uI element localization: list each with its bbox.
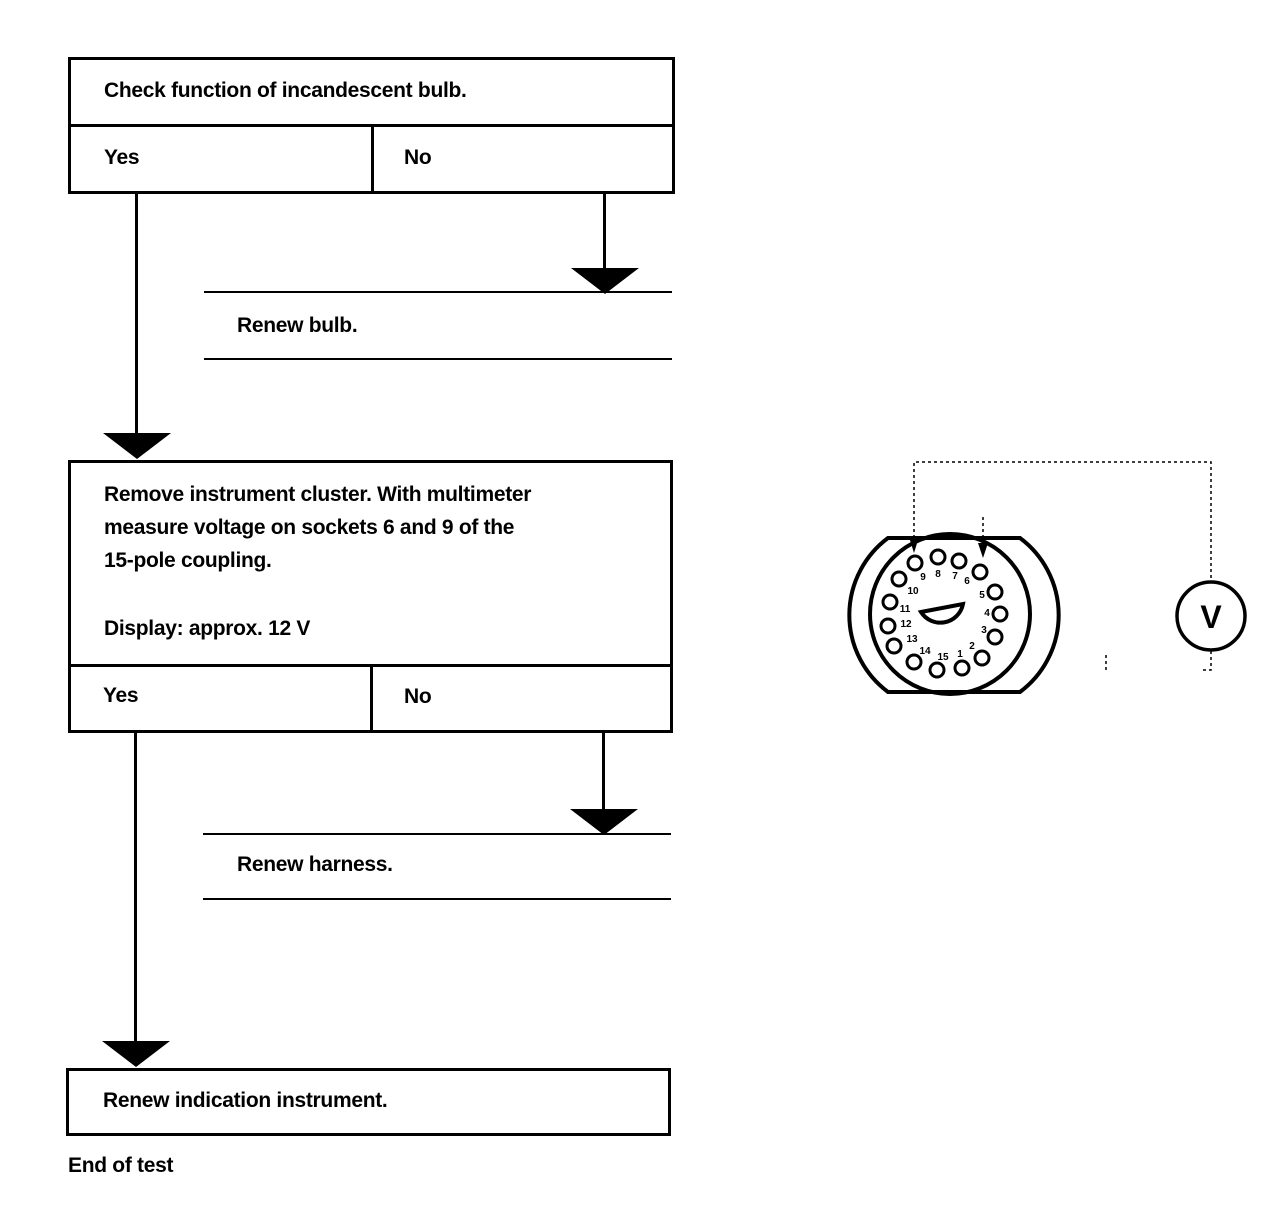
arrow-down-icon [102, 1041, 170, 1067]
step2-yes-label: Yes [103, 684, 139, 707]
pin-5-label: 5 [979, 590, 985, 601]
pin-4-label: 4 [984, 608, 990, 619]
pin-1-label: 1 [957, 649, 963, 660]
step1-no-label: No [404, 146, 432, 169]
step2-no-connector [602, 733, 605, 811]
probe-tip-pin9-icon [909, 537, 919, 553]
step2-yes-connector [134, 733, 137, 1043]
end-of-test-label: End of test [68, 1154, 174, 1177]
pin-13-label: 13 [906, 634, 918, 645]
action1-bottom-rule [204, 358, 672, 360]
step1-question-text: Check function of incandescent bulb. [104, 79, 467, 102]
pin-4-socket [991, 605, 1009, 623]
step1-yes-label: Yes [104, 146, 140, 169]
pin-3-socket [986, 628, 1004, 646]
step2-question-box [68, 460, 673, 667]
arrow-down-icon [570, 809, 638, 835]
pin-9-socket [906, 554, 924, 572]
step2-line-1: Remove instrument cluster. With multimet… [104, 483, 532, 506]
step1-no-cell [371, 124, 675, 194]
voltmeter-icon [1175, 580, 1247, 652]
pin-11-socket [881, 593, 899, 611]
step1-yes-cell [68, 124, 374, 194]
pin-6-label: 6 [964, 576, 970, 587]
action2-top-rule [203, 833, 671, 835]
step2-line-3: 15-pole coupling. [104, 549, 272, 572]
step2-line-2: measure voltage on sockets 6 and 9 of th… [104, 516, 515, 539]
final-action-text: Renew indication instrument. [103, 1089, 388, 1112]
arrow-down-icon [571, 268, 639, 294]
pin-11-label: 11 [900, 604, 911, 615]
step2-no-label: No [404, 685, 432, 708]
pin-12-socket [879, 617, 897, 635]
pin-10-label: 10 [907, 586, 919, 597]
pin-10-socket [890, 570, 908, 588]
arrow-down-icon [103, 433, 171, 459]
coupling-housing [847, 532, 1061, 696]
final-action-box [66, 1068, 671, 1136]
pin-1-socket [953, 659, 971, 677]
pin-14-label: 14 [919, 646, 931, 657]
pin-8-socket [929, 548, 947, 566]
voltmeter-label: V [1200, 599, 1222, 635]
probe-tip-pin6-icon [978, 543, 988, 558]
pin-8-label: 8 [935, 569, 941, 580]
coupling-key [917, 601, 966, 625]
action1-text: Renew bulb. [237, 314, 358, 337]
pin-2-label: 2 [969, 641, 975, 652]
step1-no-connector [603, 194, 606, 270]
pin-13-socket [885, 637, 903, 655]
action1-top-rule [204, 291, 672, 293]
pin-3-label: 3 [981, 625, 987, 636]
pin-9-label: 9 [920, 572, 926, 583]
action2-bottom-rule [203, 898, 671, 900]
step2-display-text: Display: approx. 12 V [104, 617, 311, 640]
pin-7-label: 7 [952, 571, 958, 582]
step2-no-cell [370, 664, 673, 733]
measurement-leads [913, 461, 1212, 671]
pin-15-label: 15 [937, 652, 949, 663]
pin-15-socket [928, 661, 946, 679]
action2-text: Renew harness. [237, 853, 393, 876]
step2-yes-cell [68, 664, 373, 733]
pin-2-socket [973, 649, 991, 667]
step1-yes-connector [135, 194, 138, 434]
pin-14-socket [905, 653, 923, 671]
pin-6-socket [971, 563, 989, 581]
pin-5-socket [986, 583, 1004, 601]
pin-7-socket [950, 552, 968, 570]
pin-12-label: 12 [900, 619, 912, 630]
